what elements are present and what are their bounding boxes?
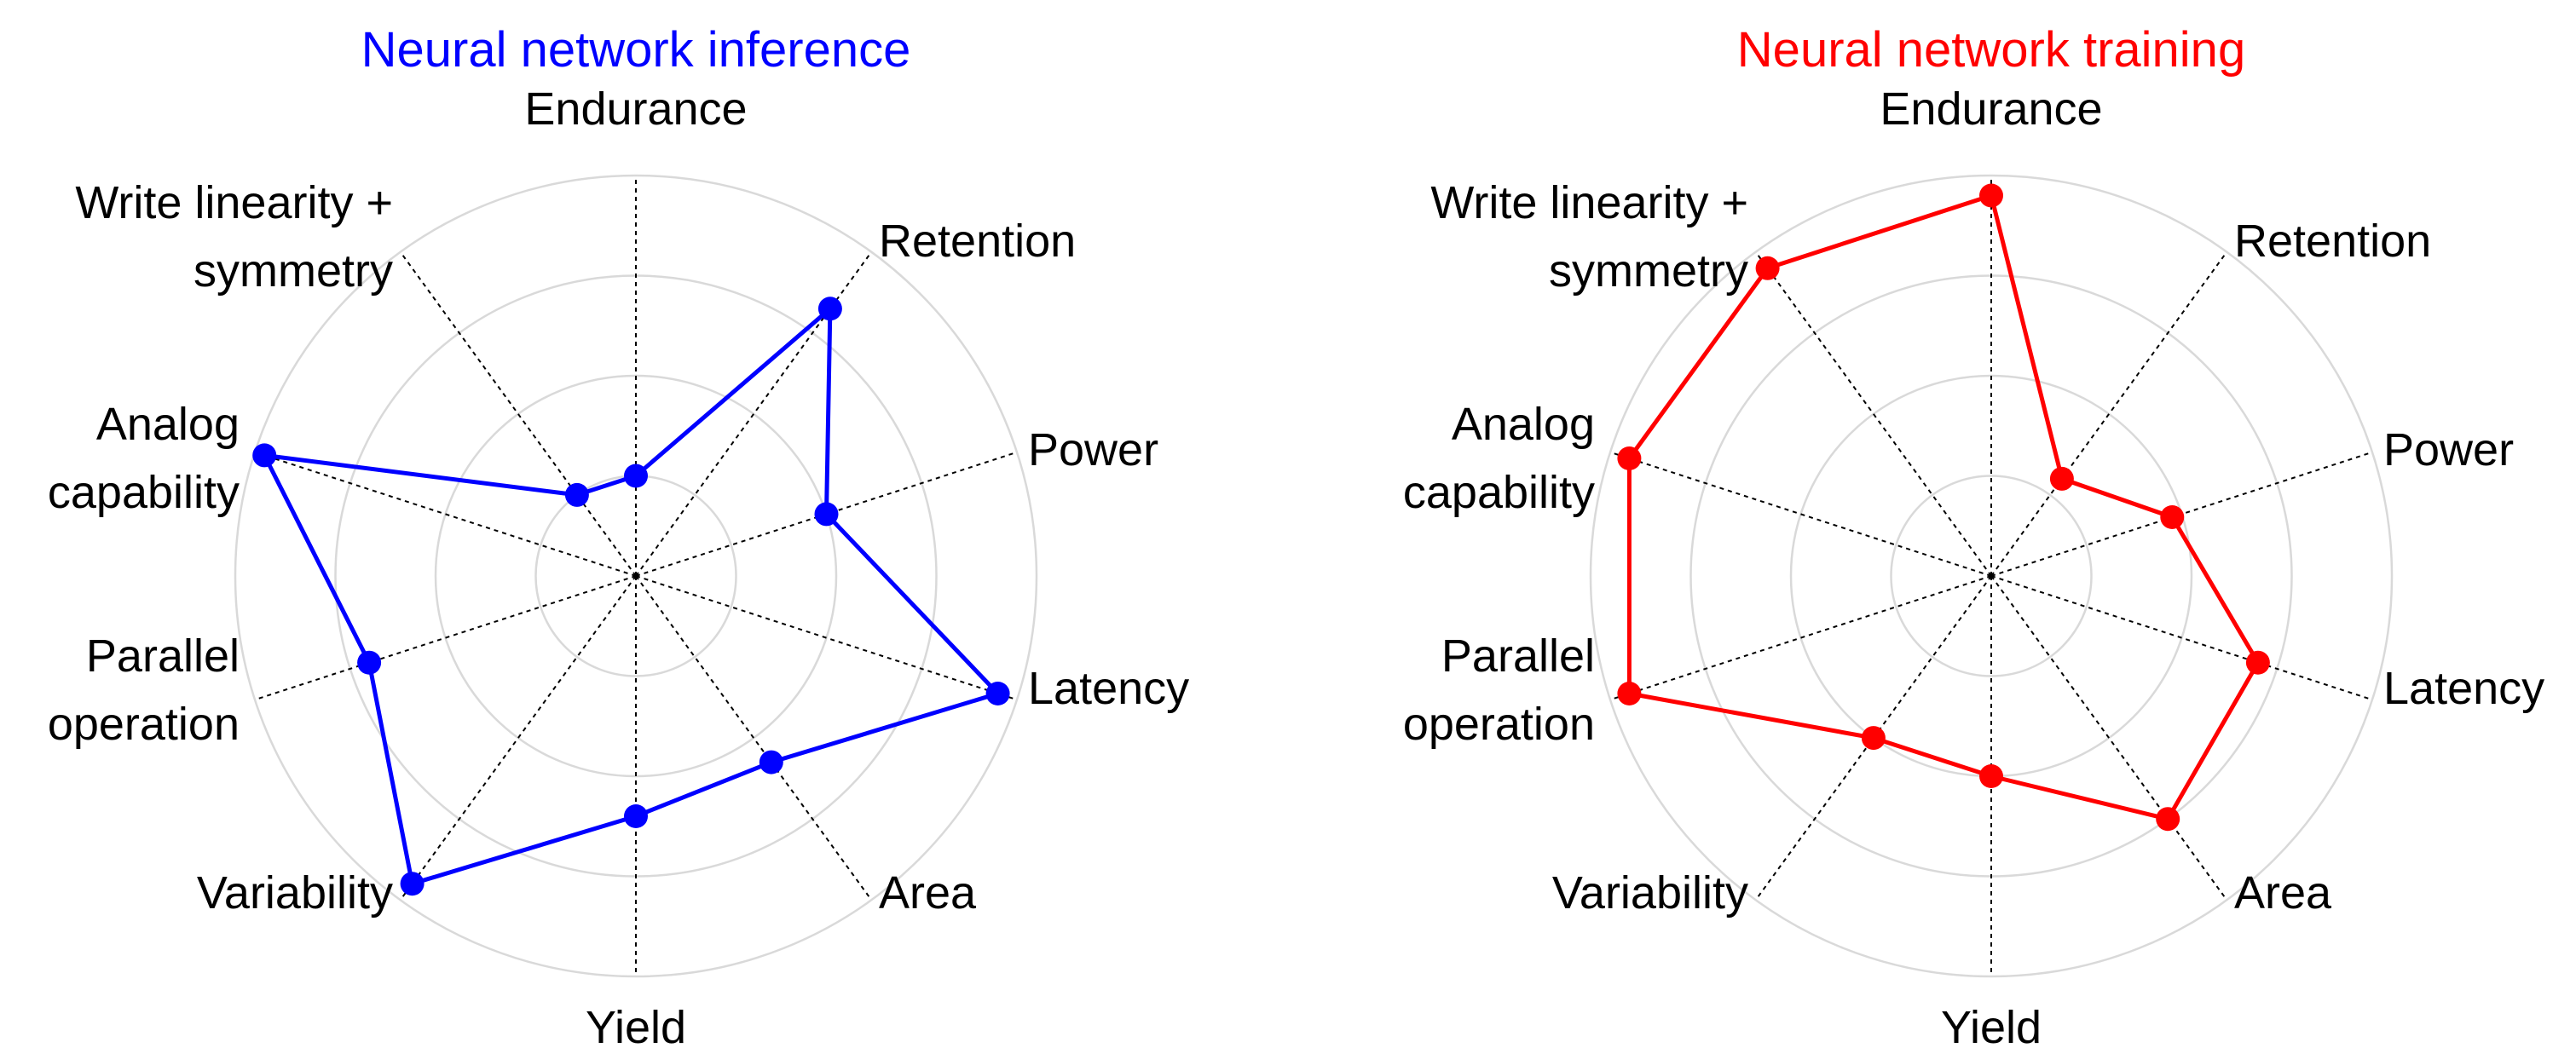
axis-label: Latency: [1028, 663, 1189, 714]
axis-spoke: [635, 575, 1018, 701]
data-point: [2156, 807, 2180, 832]
data-point: [814, 502, 839, 527]
data-point: [2049, 466, 2074, 491]
axis-spoke: [635, 575, 873, 901]
axis-spoke: [254, 575, 637, 701]
data-point: [985, 682, 1010, 705]
axis-label: Variability: [1552, 867, 1748, 918]
axis-label: Write linearity +symmetry: [1430, 177, 1748, 297]
axis-label: Retention: [2234, 216, 2431, 267]
data-point: [624, 804, 648, 828]
axis-label: Variability: [197, 867, 393, 918]
axis-label: Retention: [879, 216, 1076, 267]
axis-spoke: [1754, 251, 1992, 577]
axis-label: Power: [1028, 424, 1158, 475]
data-point: [2160, 505, 2185, 529]
axis-label: Yield: [1941, 1002, 2042, 1048]
axis-spoke: [1990, 251, 2228, 577]
axis-spoke: [399, 575, 637, 901]
grid-ring: [1589, 174, 2394, 978]
axis-label: Endurance: [1880, 83, 2102, 135]
data-point: [1861, 726, 1886, 751]
data-point: [624, 464, 648, 488]
data-point: [1979, 183, 2003, 208]
axis-spoke: [1990, 575, 2228, 901]
axis-spoke: [399, 251, 637, 577]
grid-ring: [234, 174, 1038, 978]
series-polygon: [262, 306, 1001, 886]
axis-label: Area: [2234, 867, 2332, 918]
axis-label: Endurance: [524, 83, 747, 135]
data-point: [1755, 256, 1780, 280]
axis-label: Yield: [586, 1002, 686, 1048]
axis-spoke: [254, 451, 637, 577]
inference-radar-chart: Neural network inference EnduranceRetent…: [48, 22, 1189, 1048]
grid-ring: [1890, 475, 2093, 677]
data-point: [1979, 764, 2003, 788]
data-point: [759, 750, 783, 774]
axis-label: Area: [879, 867, 977, 918]
axis-spoke: [1609, 575, 1992, 701]
axis-label: Latency: [2383, 663, 2544, 714]
data-point: [357, 650, 382, 675]
axis-spoke: [1990, 575, 2373, 701]
data-point: [252, 443, 277, 468]
data-point: [564, 482, 589, 507]
training-chart-title: Neural network training: [1737, 22, 2245, 78]
axis-spoke: [1609, 451, 1992, 577]
inference-chart-title: Neural network inference: [361, 22, 911, 78]
data-point: [1617, 682, 1642, 705]
axis-label: Write linearity +symmetry: [75, 177, 393, 297]
data-point: [400, 872, 425, 896]
training-radar-chart: Neural network training EnduranceRetenti…: [1403, 22, 2544, 1048]
data-point: [1617, 446, 1642, 470]
data-point: [2245, 650, 2270, 675]
data-point: [817, 297, 842, 321]
axis-label: Power: [2383, 424, 2514, 475]
